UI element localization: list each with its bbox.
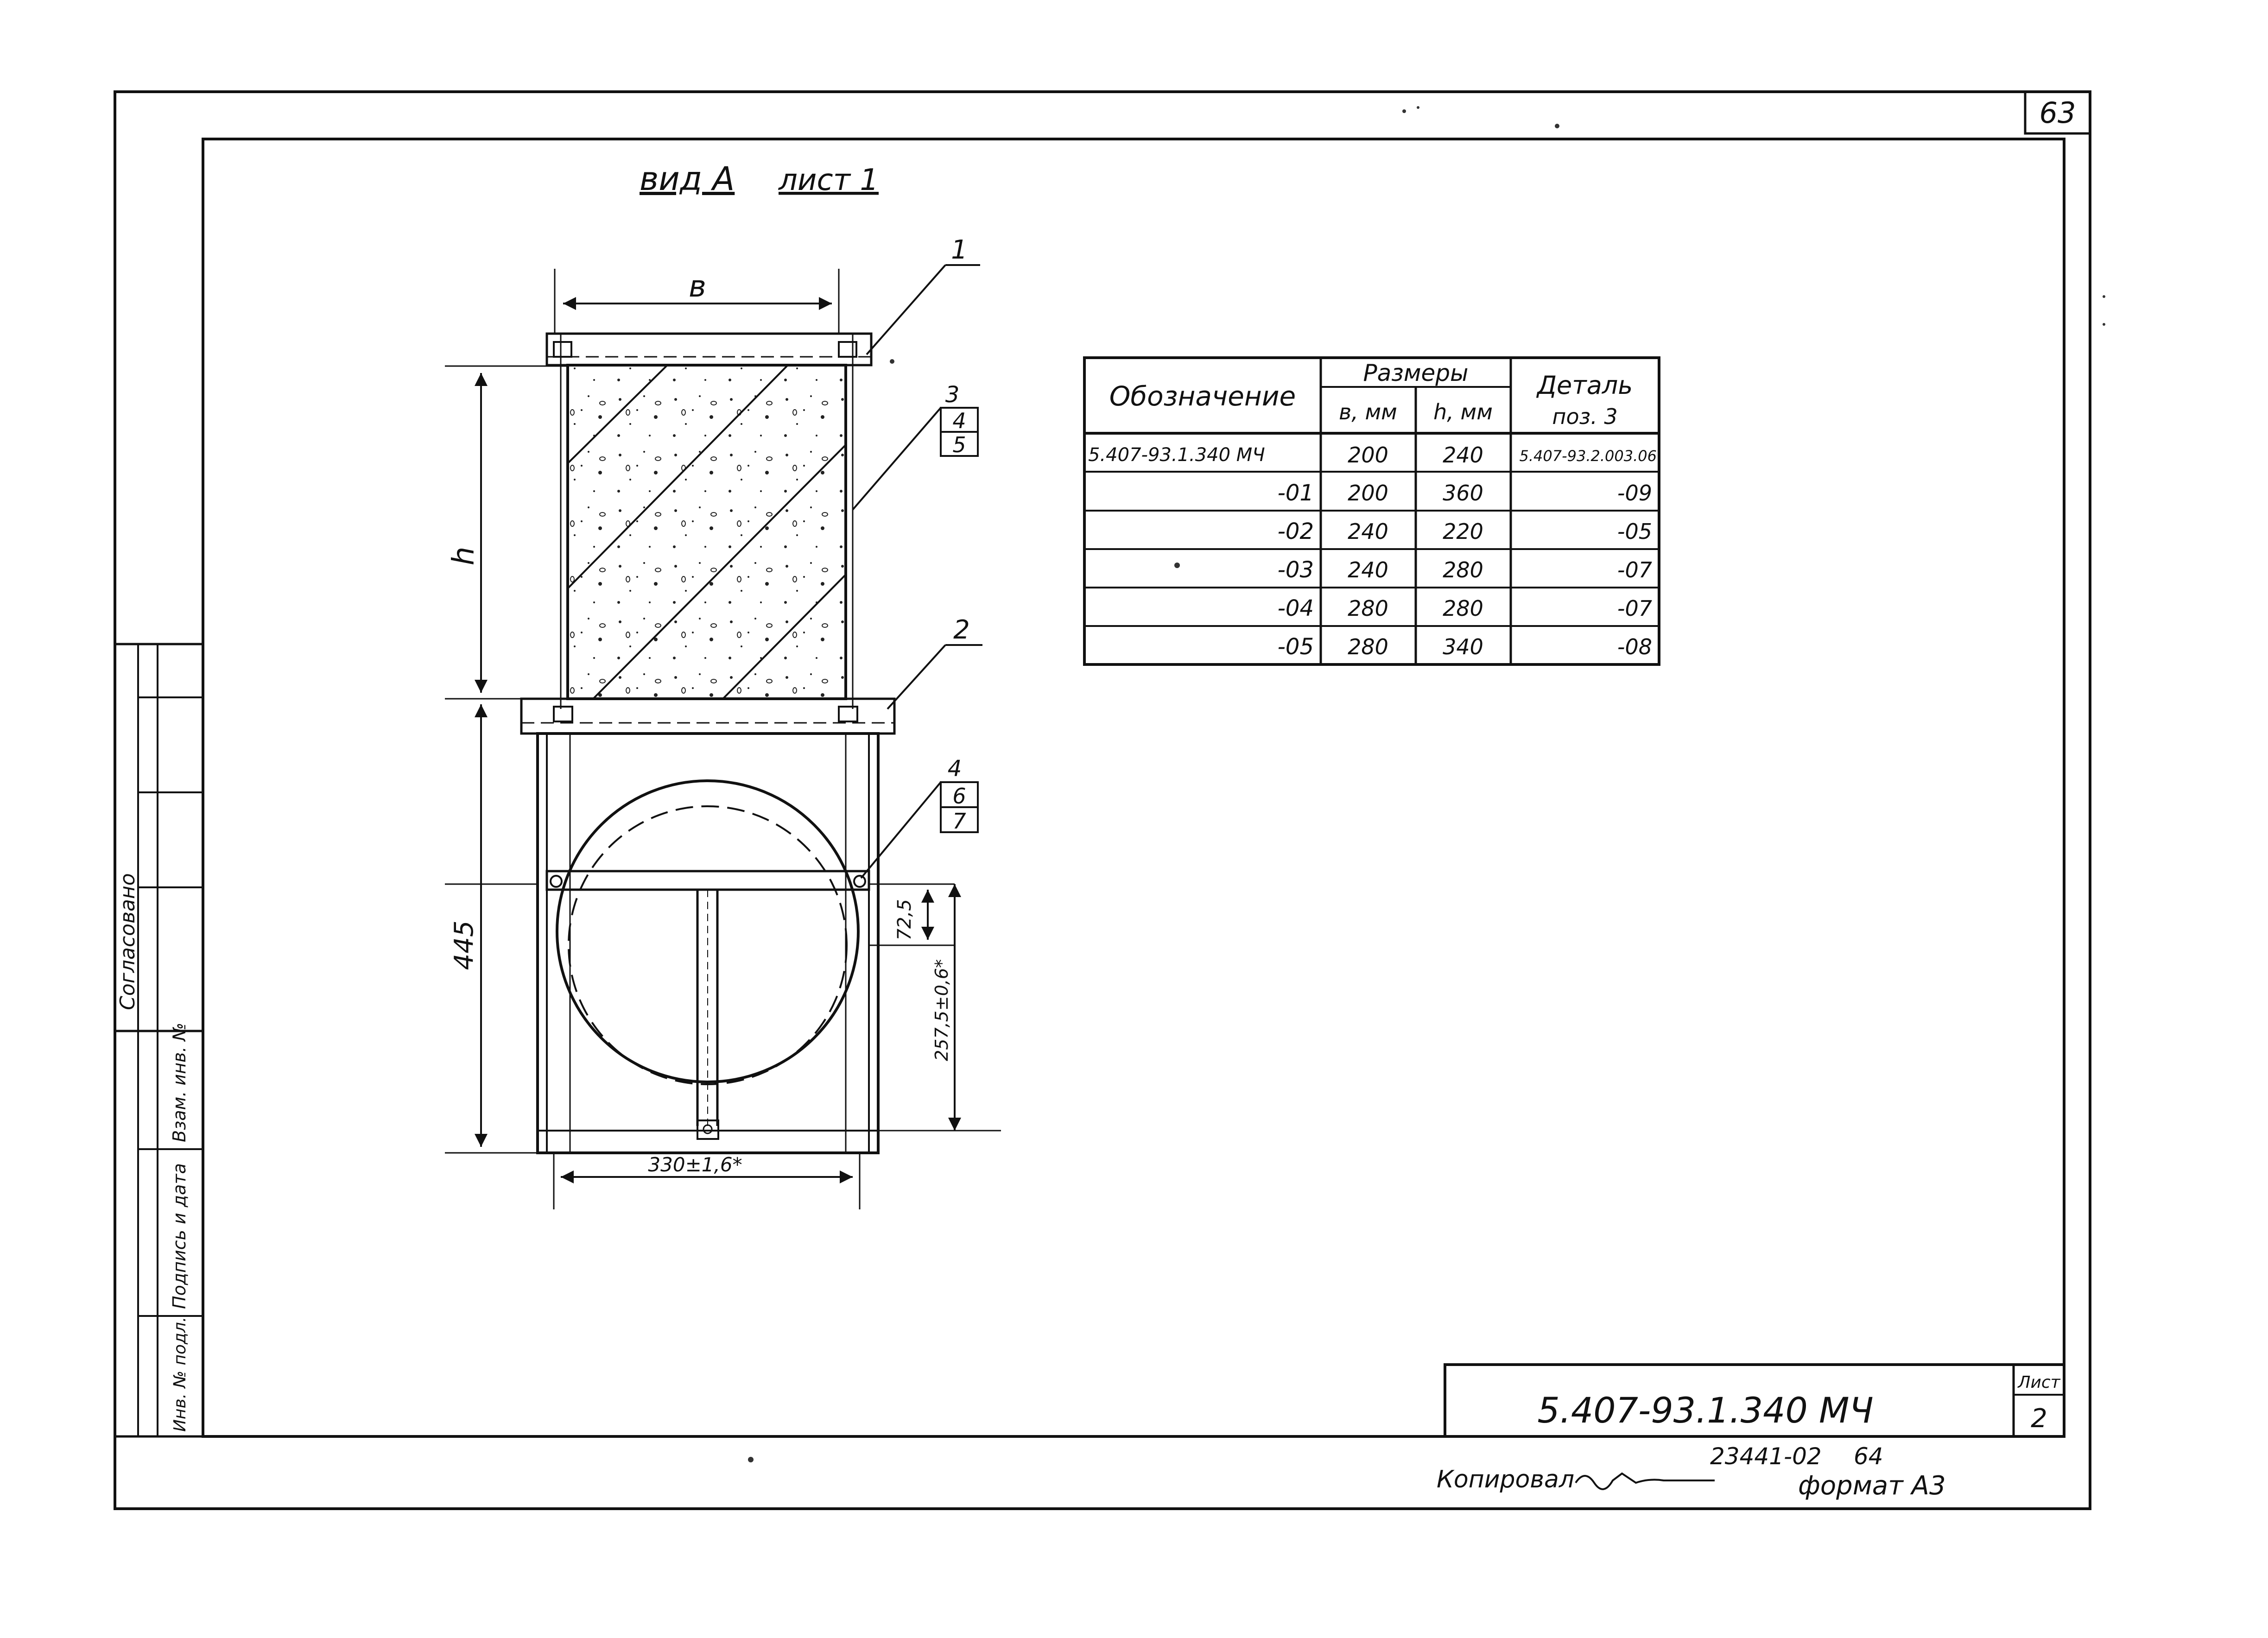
th-detail-pos: поз. 3	[1552, 404, 1617, 429]
row-3-h: 280	[1443, 557, 1483, 582]
row-3-b: 240	[1348, 557, 1388, 582]
row-2-h: 220	[1443, 519, 1483, 544]
row-1-b: 200	[1348, 481, 1388, 506]
view-subtitle: лист 1	[778, 163, 879, 197]
svg-text:6: 6	[952, 784, 966, 809]
row-0-h: 240	[1443, 443, 1483, 468]
row-3-designation: -03	[1278, 557, 1314, 583]
title-list-label: Лист	[2017, 1373, 2060, 1392]
th-sizes: Размеры	[1363, 360, 1468, 386]
row-2-designation: -02	[1278, 519, 1314, 544]
row-4-designation: -04	[1278, 595, 1314, 621]
stamp-agreed: Согласовано	[116, 873, 139, 1010]
row-2-b: 240	[1348, 519, 1388, 544]
footer-format: формат А3	[1798, 1471, 1946, 1501]
leader-2: 2	[887, 615, 982, 710]
th-detail: Деталь	[1536, 371, 1633, 400]
row-5-b: 280	[1348, 634, 1388, 659]
row-0-designation: 5.407-93.1.340 МЧ	[1088, 444, 1265, 466]
sheet-number-box	[2024, 90, 2091, 135]
copier-signature	[1575, 1472, 1715, 1490]
spec-table: Обозначение Размеры в, мм h, мм Деталь п…	[1083, 356, 1660, 666]
dim-445: 445	[449, 921, 479, 970]
svg-text:2: 2	[953, 615, 970, 645]
th-designation: Обозначение	[1109, 380, 1296, 412]
row-0-detail: 5.407-93.2.003.06	[1519, 447, 1657, 465]
row-4-detail: -07	[1617, 596, 1652, 621]
leader-4-6-7: 4 6 7	[860, 756, 979, 879]
dim-72-5: 72,5	[894, 899, 915, 940]
upper-block: в h	[445, 269, 873, 709]
footer-copied: Копировал	[1437, 1466, 1574, 1493]
dim-330: 330±1,6*	[648, 1153, 742, 1176]
leader-1: 1	[866, 235, 980, 355]
row-0-b: 200	[1348, 443, 1388, 468]
svg-text:7: 7	[952, 809, 966, 834]
row-1-h: 360	[1443, 481, 1483, 506]
svg-text:1: 1	[951, 235, 968, 265]
row-4-b: 280	[1348, 596, 1388, 621]
th-b: в, мм	[1339, 399, 1397, 424]
sheet-number: 63	[2040, 96, 2076, 130]
footer-inv-page: 64	[1854, 1443, 1883, 1470]
svg-text:4: 4	[948, 756, 962, 782]
row-5-detail: -08	[1617, 634, 1652, 659]
row-5-h: 340	[1443, 634, 1483, 659]
row-4-h: 280	[1443, 596, 1483, 621]
side-stamp: Согласовано Взам. инв. № Подпись и дата …	[114, 643, 204, 1438]
svg-text:5: 5	[952, 432, 966, 457]
row-1-designation: -01	[1278, 480, 1314, 506]
title-code: 5.407-93.1.340 МЧ	[1537, 1390, 1873, 1431]
dim-b: в	[689, 270, 706, 304]
footer-inv-code: 23441-02	[1710, 1443, 1822, 1470]
row-5-designation: -05	[1278, 634, 1314, 660]
svg-text:4: 4	[952, 408, 966, 433]
view-title: вид А	[640, 160, 735, 198]
svg-text:3: 3	[945, 382, 960, 408]
title-list-number: 2	[2031, 1404, 2047, 1434]
dim-h: h	[447, 547, 481, 566]
dim-257-5: 257,5±0,6*	[931, 959, 952, 1061]
row-3-detail: -07	[1617, 557, 1652, 582]
middle-flange	[520, 697, 896, 735]
stamp-vzam-inv: Взам. инв. №	[169, 1023, 190, 1142]
stamp-inv-podl: Инв. № подл.	[171, 1317, 190, 1432]
lower-housing: 445 72,5 257,5±0,6* 330±1,6*	[445, 704, 1001, 1209]
scan-specks	[748, 106, 2105, 1462]
inner-frame	[202, 138, 2065, 1438]
stamp-sign-date: Подпись и дата	[169, 1163, 190, 1309]
th-h: h, мм	[1433, 399, 1493, 424]
outer-frame	[114, 90, 2091, 1510]
title-block: 5.407-93.1.340 МЧ Лист 2	[1444, 1363, 2065, 1438]
leader-3-4-5: 3 4 5	[852, 382, 979, 511]
row-1-detail: -09	[1617, 481, 1652, 506]
row-2-detail: -05	[1617, 519, 1652, 544]
